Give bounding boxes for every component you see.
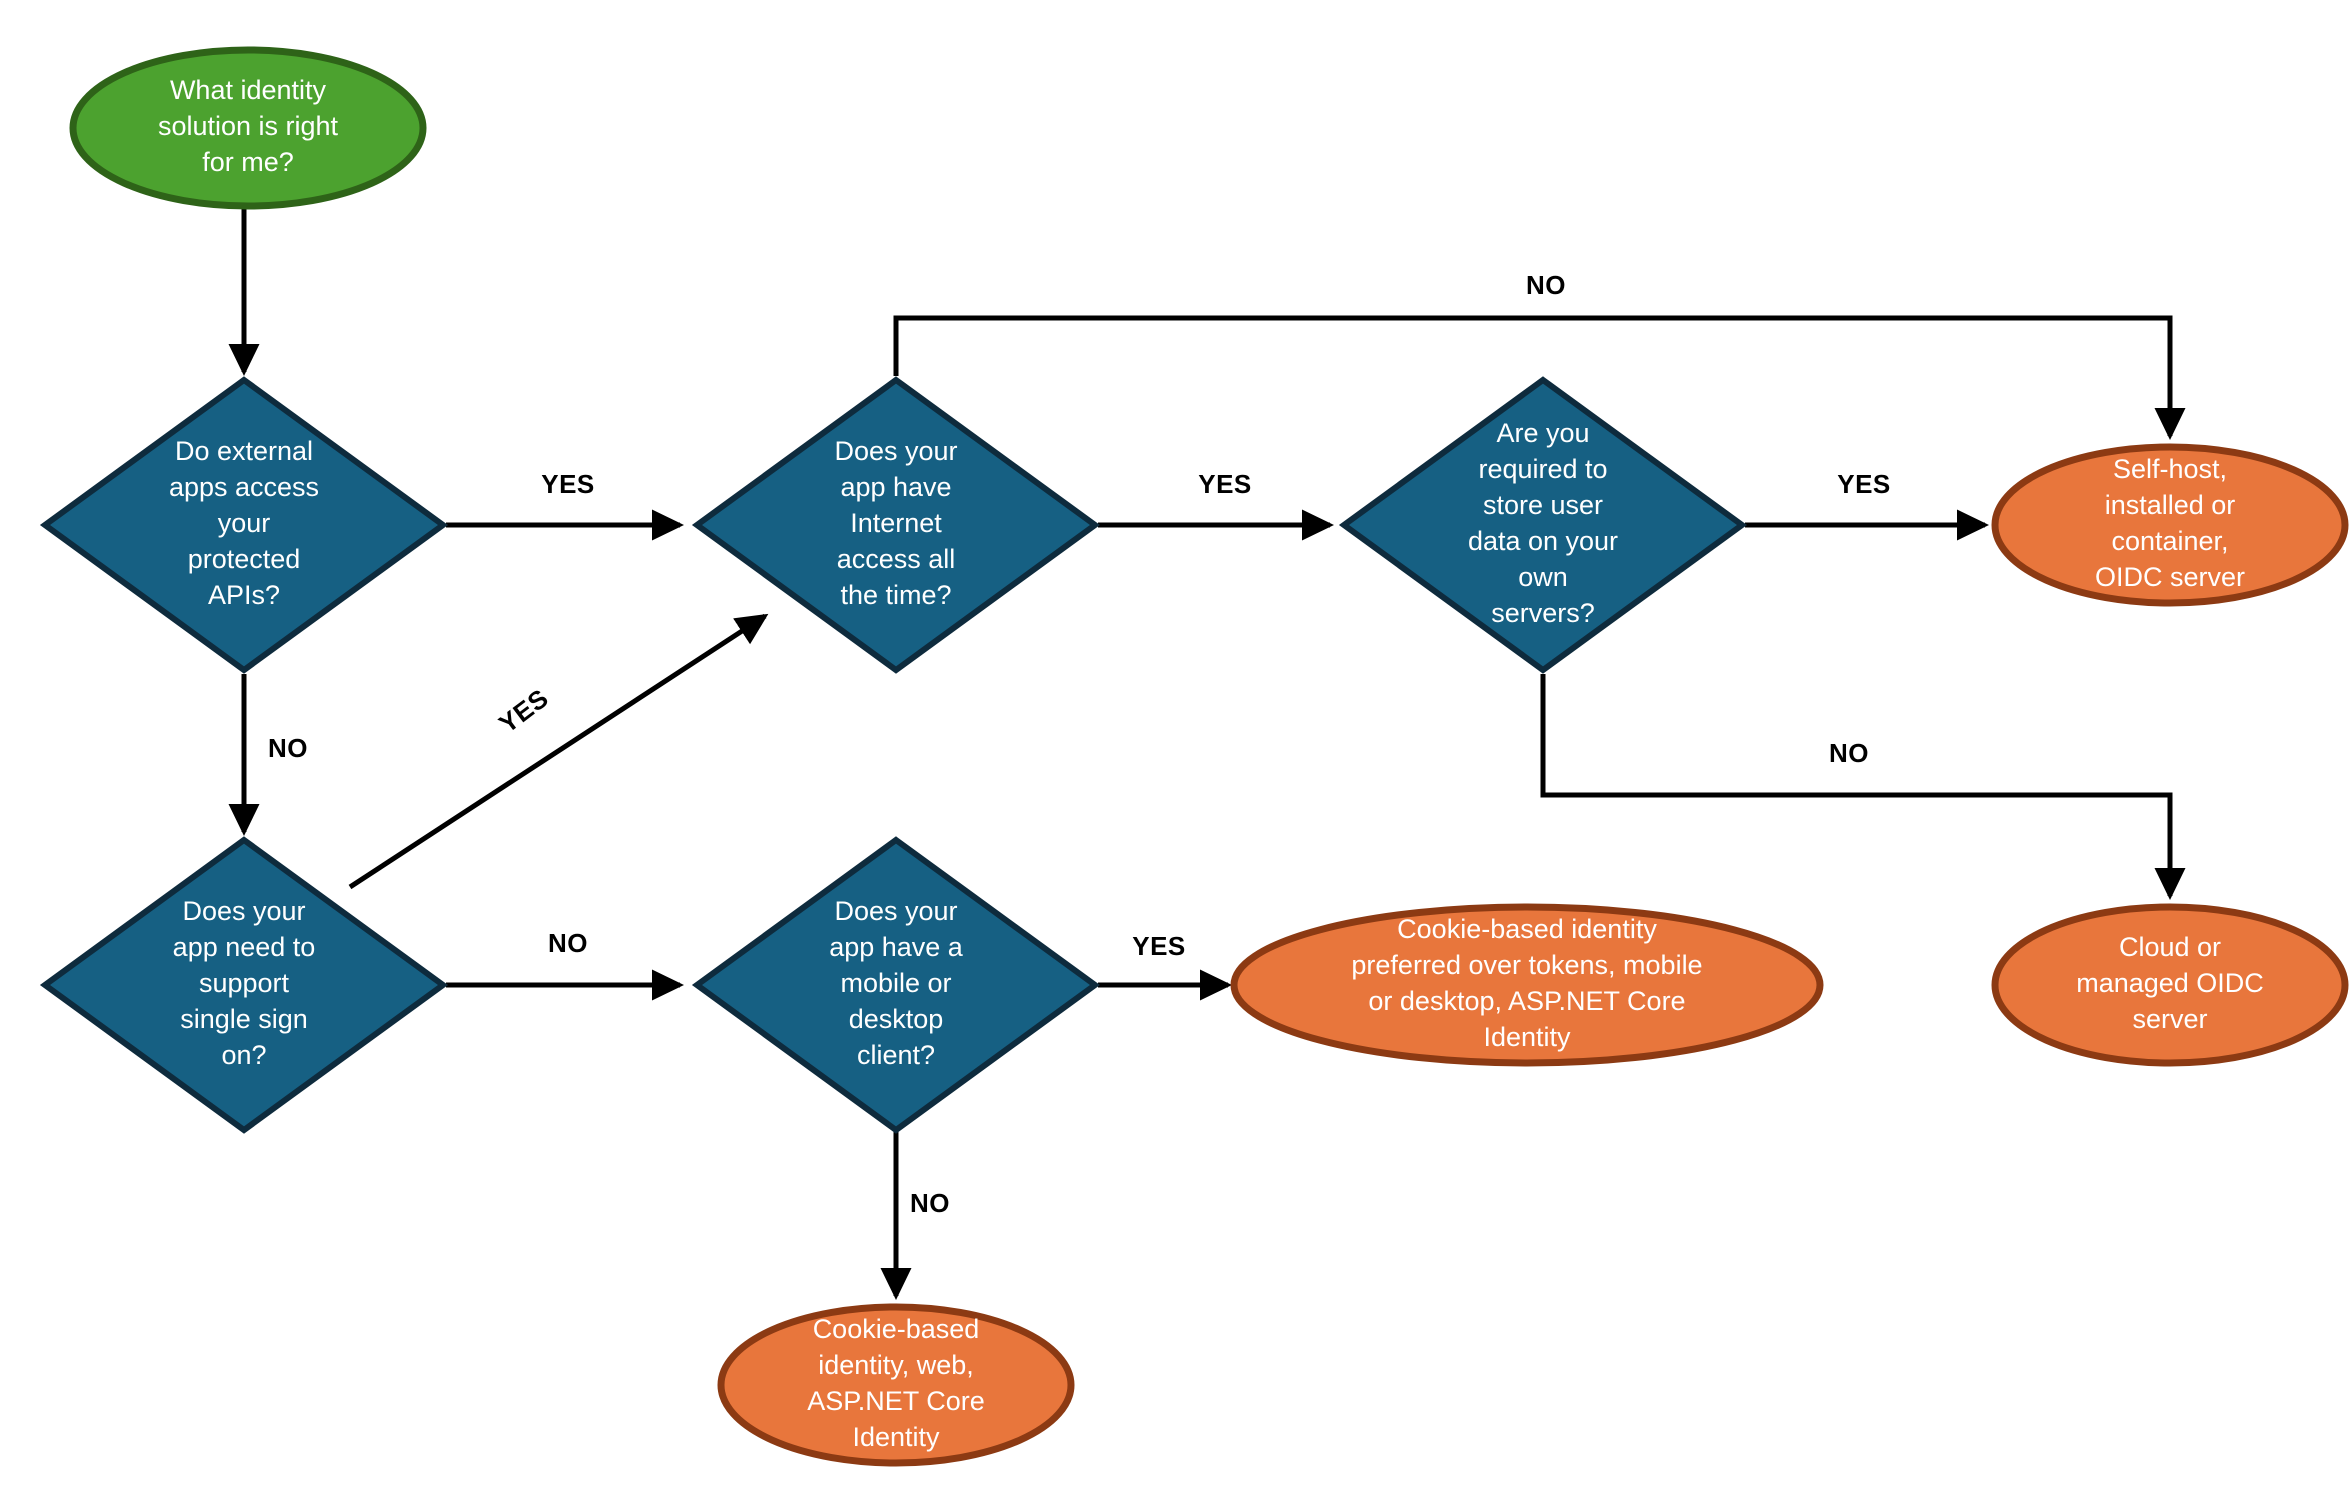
edge-label-internet-yes-store: YES	[1198, 469, 1252, 499]
node-shape-diamond	[691, 836, 1101, 1134]
edge-label-external-yes-internet: YES	[541, 469, 595, 499]
node-shape-ellipse	[1230, 903, 1824, 1067]
node-shape-ellipse	[1991, 443, 2349, 607]
node-shape-ellipse	[1991, 903, 2349, 1067]
edge-store-no-cloud	[1540, 674, 2186, 901]
edge-label-mobile-no-cookie-web: NO	[910, 1188, 950, 1218]
node-shape-ellipse	[717, 1303, 1075, 1467]
node-shape-diamond	[39, 836, 449, 1134]
edges-layer	[228, 207, 2186, 1301]
edge-labels-layer: YES NO YES NO YES NO YES NO YES NO	[268, 270, 1891, 1218]
node-shape-diamond	[691, 376, 1101, 674]
edge-label-store-no-cloud: NO	[1829, 738, 1869, 768]
node-shape-ellipse	[69, 46, 427, 210]
edge-label-sso-yes-internet: YES	[493, 683, 554, 739]
edge-label-internet-no-selfhost: NO	[1526, 270, 1566, 300]
node-shape-diamond	[1338, 376, 1748, 674]
edge-label-store-yes-selfhost: YES	[1837, 469, 1891, 499]
edge-label-external-no-sso: NO	[268, 733, 308, 763]
edge-sso-yes-internet	[348, 613, 769, 890]
node-shape-diamond	[39, 376, 449, 674]
edge-label-mobile-yes-cookie-preferred: YES	[1132, 931, 1186, 961]
edge-internet-no-selfhost	[893, 315, 2186, 441]
edge-label-sso-no-mobile: NO	[548, 928, 588, 958]
